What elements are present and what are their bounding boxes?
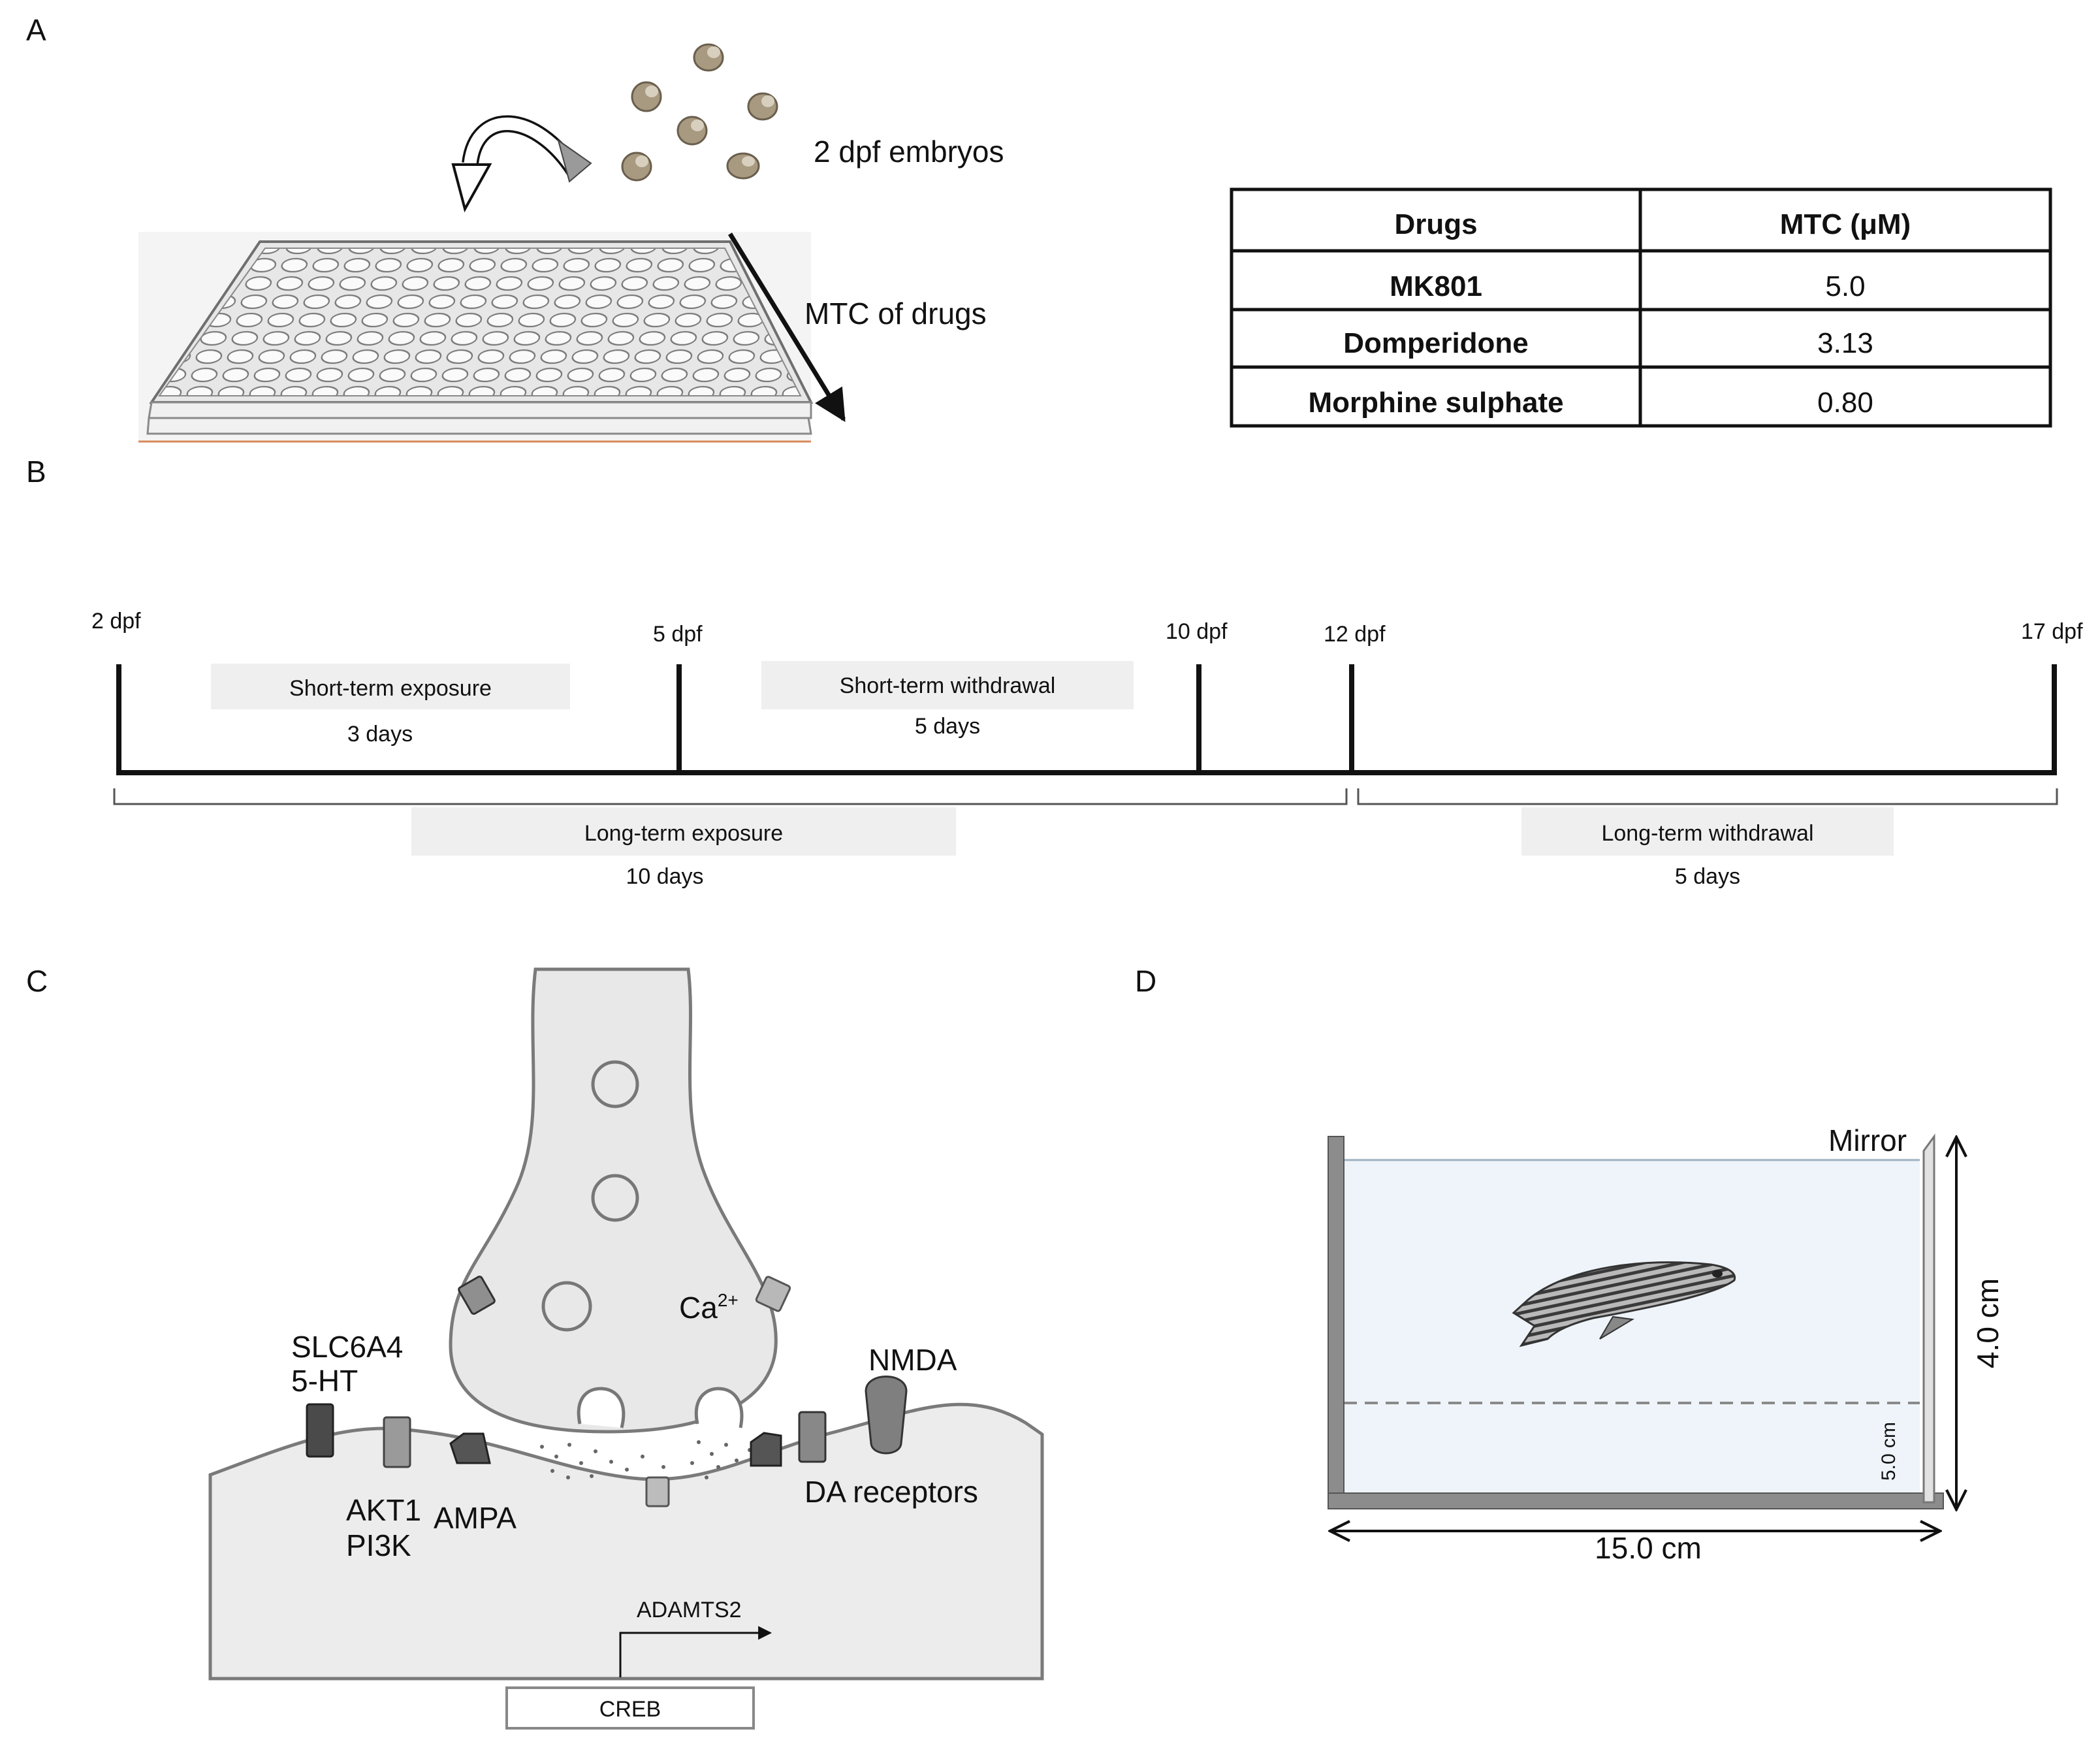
vesicle: [541, 1281, 592, 1332]
panel-d: D Mirror 4.0 cm 15.0 cm 5.0 cm: [1135, 964, 2005, 1565]
vesicle: [591, 1174, 639, 1222]
embryo: [676, 116, 708, 146]
vesicle: [591, 1060, 639, 1108]
embryos: [621, 43, 778, 182]
table-cell-drug: MK801: [1390, 270, 1482, 302]
table-cell-drug: Morphine sulphate: [1308, 387, 1563, 419]
ampa-receptor: [449, 1432, 491, 1464]
zebrafish: [1512, 1261, 1736, 1347]
height-label: 4.0 cm: [1971, 1278, 2005, 1368]
embryo: [693, 43, 724, 72]
short-withdrawal-box: [761, 661, 1134, 709]
vesicle-fusing: [694, 1387, 744, 1428]
presynaptic-channel: [458, 1276, 496, 1315]
embryo: [726, 152, 760, 180]
ca-label: Ca2+: [679, 1290, 739, 1325]
tick-label: 10 dpf: [1166, 619, 1228, 644]
short-exposure-label: Short-term exposure: [289, 676, 492, 701]
panel-a: A 2 dpf embryos MTC o: [26, 13, 2052, 443]
panel-label-b: B: [26, 455, 46, 489]
tank-left-wall: [1328, 1136, 1344, 1509]
transcription-arrow: [619, 1626, 772, 1677]
embryo: [747, 92, 778, 121]
mtc-arrow: [728, 233, 846, 423]
well-plate: [138, 232, 814, 443]
panel-label-a: A: [26, 13, 46, 47]
mtc-table: Drugs MTC (μM) MK801 5.0 Domperidone 3.1…: [1230, 187, 2052, 428]
panel-label-c: C: [26, 964, 48, 998]
long-exposure-label: Long-term exposure: [584, 821, 783, 846]
table-cell-drug: Domperidone: [1343, 327, 1529, 359]
postsynaptic-receptor: [750, 1432, 782, 1467]
long-withdrawal-label: Long-term withdrawal: [1601, 821, 1813, 846]
mirror: [1922, 1133, 1935, 1504]
panel-b: B 2 dpf 5 dpf 10 dpf 12 dpf 17 dpf Short…: [26, 455, 2083, 889]
width-label: 15.0 cm: [1595, 1531, 1702, 1565]
ampa-label: AMPA: [434, 1501, 517, 1535]
table-cell-mtc: 0.80: [1817, 387, 1873, 419]
da-receptor: [798, 1411, 827, 1463]
short-exposure-box: [211, 664, 570, 709]
vesicle-fusing: [577, 1387, 626, 1428]
panel-c: C Ca2+ SLC6A4 5-HT AKT1: [26, 964, 1044, 1730]
table-header-mtc: MTC (μM): [1780, 208, 1911, 240]
adamts2-label: ADAMTS2: [637, 1598, 742, 1622]
long-withdrawal-bracket: [1357, 788, 2058, 805]
nmda-receptor: [865, 1376, 908, 1455]
water: [1344, 1160, 1920, 1497]
embryos-label: 2 dpf embryos: [814, 135, 1004, 169]
slc6a4-transporter: [306, 1403, 334, 1458]
long-exposure-duration: 10 days: [626, 864, 703, 889]
tank-bottom: [1328, 1492, 1944, 1509]
short-withdrawal-label: Short-term withdrawal: [840, 673, 1056, 698]
tick-label: 12 dpf: [1324, 622, 1386, 647]
postsynaptic-cell: [208, 1402, 1044, 1681]
short-withdrawal-duration: 5 days: [915, 714, 980, 739]
long-exposure-bracket: [113, 788, 1348, 805]
table-cell-mtc: 5.0: [1825, 270, 1865, 302]
table-header-drugs: Drugs: [1394, 208, 1477, 240]
embryo: [631, 81, 662, 112]
table-cell-mtc: 3.13: [1817, 327, 1873, 359]
akt1-receptor: [383, 1416, 411, 1468]
depth-label: 5.0 cm: [1878, 1422, 1900, 1481]
curved-drop-arrow: [451, 115, 592, 213]
long-withdrawal-duration: 5 days: [1675, 864, 1740, 889]
slc6a4-label: SLC6A4: [291, 1330, 403, 1364]
long-exposure-box: [411, 807, 956, 856]
timeline: [116, 664, 2057, 775]
long-withdrawal-box: [1521, 807, 1894, 856]
panel-label-d: D: [1135, 964, 1156, 998]
embryo: [621, 152, 652, 182]
short-exposure-duration: 3 days: [347, 722, 413, 747]
calcium-channel: [755, 1276, 791, 1312]
tick-label: 2 dpf: [91, 609, 141, 634]
akt1-label: AKT1: [346, 1493, 421, 1527]
nmda-label: NMDA: [868, 1343, 957, 1377]
creb-label: CREB: [599, 1697, 661, 1722]
tick-label: 17 dpf: [2021, 619, 2083, 644]
5ht-label: 5-HT: [291, 1364, 358, 1398]
pi3k-label: PI3K: [346, 1528, 411, 1562]
mtc-label: MTC of drugs: [804, 297, 987, 330]
postsynaptic-receptor: [645, 1476, 670, 1507]
creb-box: [505, 1686, 755, 1730]
tick-label: 5 dpf: [653, 622, 703, 647]
mirror-label: Mirror: [1828, 1123, 1907, 1157]
da-receptors-label: DA receptors: [804, 1475, 978, 1509]
